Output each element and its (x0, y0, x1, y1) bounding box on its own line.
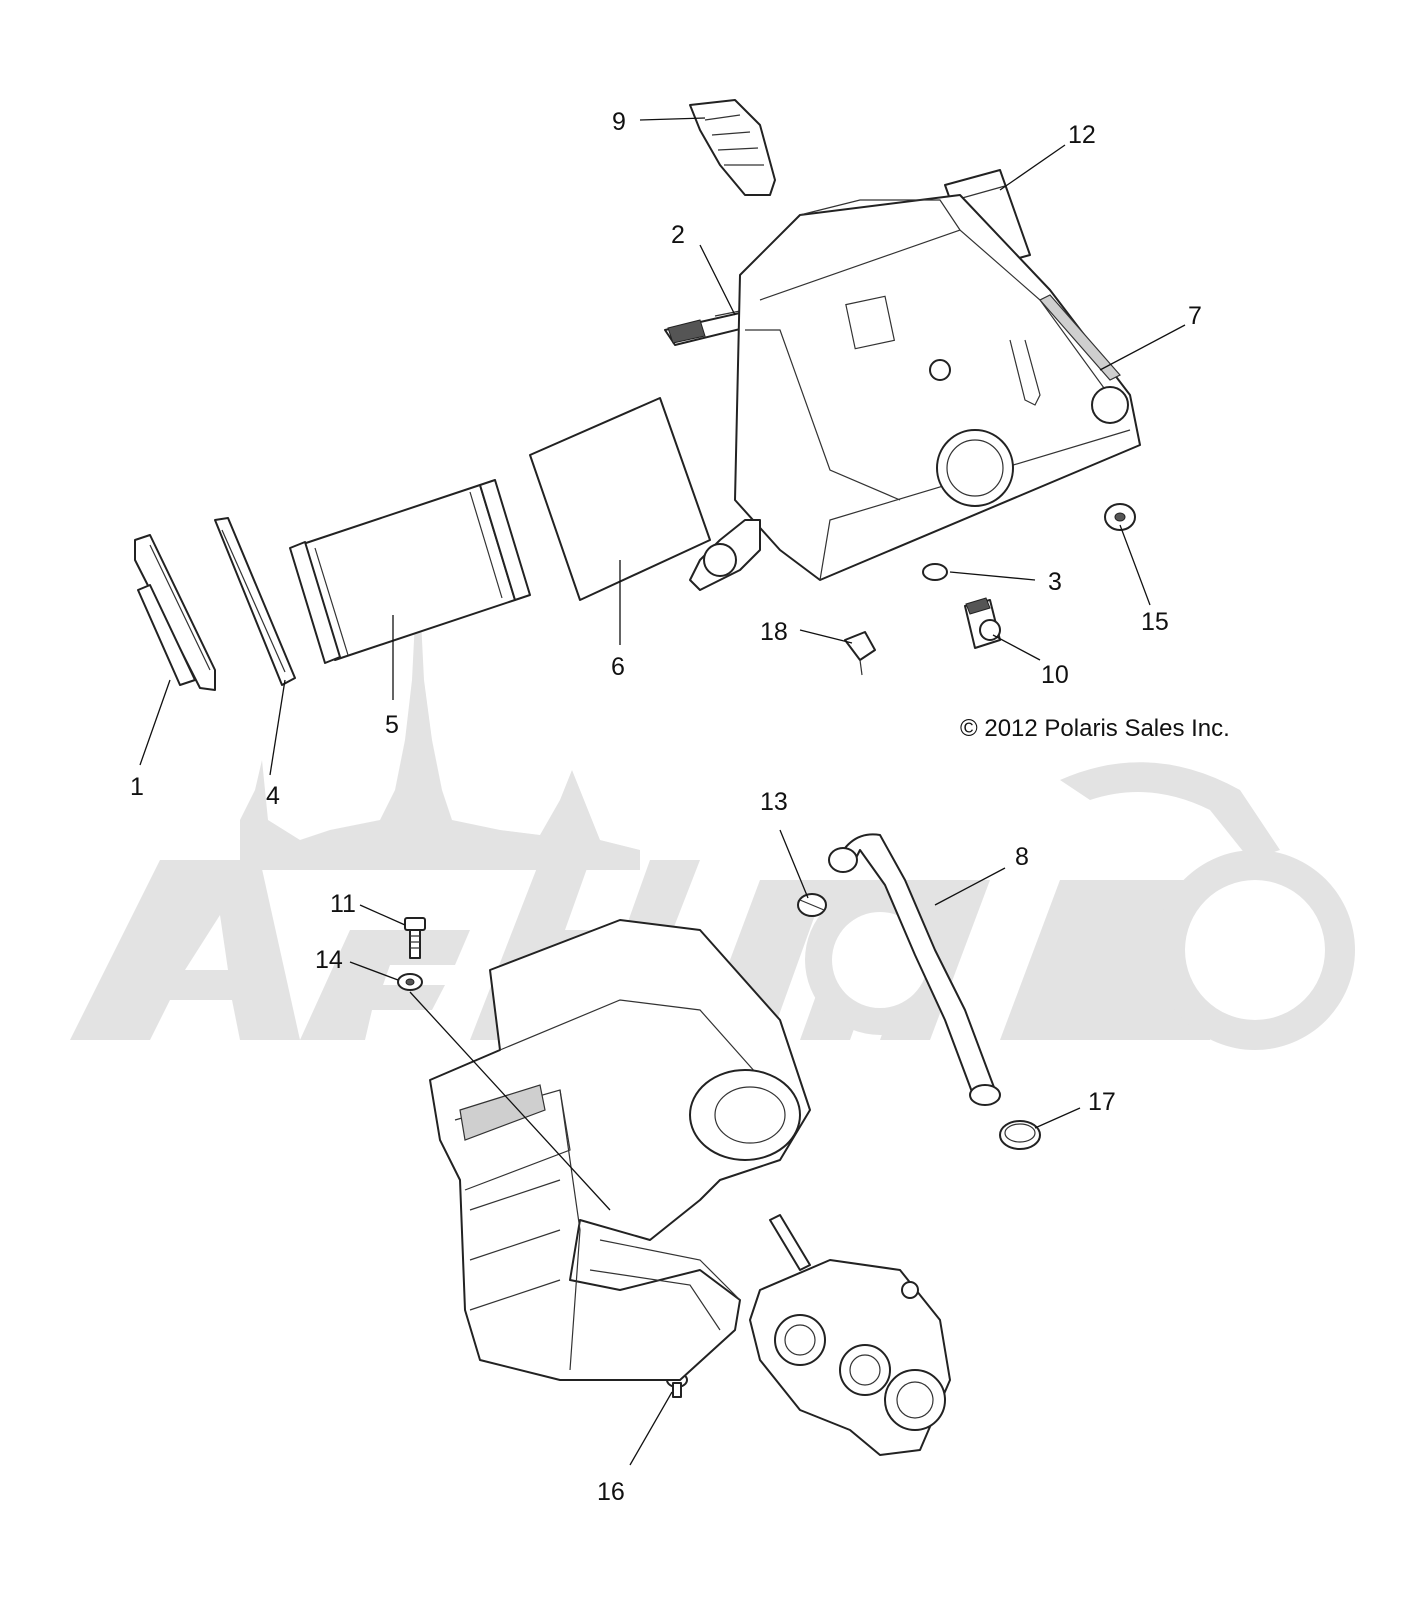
part-18-clip (844, 631, 876, 676)
part-10-drain (964, 597, 1001, 649)
leader-line-11 (359, 904, 406, 926)
leader-line-10 (992, 634, 1041, 661)
part-11-bolt (404, 917, 426, 959)
part-13-clamp (797, 893, 827, 917)
callout-6: 6 (611, 653, 625, 681)
callout-14: 14 (315, 946, 343, 974)
callout-16: 16 (597, 1478, 625, 1506)
leader-line-1 (139, 679, 171, 766)
part-7-airbox-housing (689, 194, 1141, 591)
leader-line-16 (629, 1391, 673, 1466)
callout-9: 9 (612, 108, 626, 136)
leader-line-18 (799, 629, 853, 644)
callout-4: 4 (266, 782, 280, 810)
callout-1: 1 (130, 773, 144, 801)
leader-line-7 (1099, 324, 1186, 371)
throttle-body-assembly (749, 1214, 951, 1456)
callout-7: 7 (1188, 302, 1202, 330)
leader-line-8 (934, 867, 1006, 906)
callout-12: 12 (1068, 121, 1096, 149)
callout-10: 10 (1041, 661, 1069, 689)
leader-line-17 (1034, 1107, 1081, 1129)
part-6-prefilter (529, 397, 711, 601)
leader-line-3 (949, 571, 1036, 581)
callout-13: 13 (760, 788, 788, 816)
part-8-hose (828, 833, 1001, 1106)
part-4-frame (214, 517, 296, 686)
callout-17: 17 (1088, 1088, 1116, 1116)
callout-2: 2 (671, 221, 685, 249)
leader-lines (139, 117, 1186, 1466)
part-14-washer (397, 973, 423, 991)
part-15-grommet (1104, 503, 1136, 531)
callout-8: 8 (1015, 843, 1029, 871)
callout-labels: 9 12 2 7 3 15 18 6 10 5 4 1 13 8 11 14 1… (130, 108, 1202, 1506)
part-17-clamp (999, 1120, 1041, 1150)
callout-18: 18 (760, 618, 788, 646)
leader-line-13 (779, 829, 809, 899)
copyright-notice: © 2012 Polaris Sales Inc. (960, 715, 1230, 742)
callout-15: 15 (1141, 608, 1169, 636)
leader-line-15 (1119, 524, 1151, 606)
leader-line-2 (699, 244, 736, 316)
part-1-filter-cover (134, 534, 216, 691)
part-5-filter-element (289, 479, 531, 664)
lower-airbox-assembly (429, 919, 811, 1381)
callout-5: 5 (385, 711, 399, 739)
leader-line-12 (999, 144, 1066, 191)
callout-11: 11 (330, 890, 356, 918)
leader-line-14 (349, 961, 399, 981)
callout-3: 3 (1048, 568, 1062, 596)
leader-line-4 (269, 679, 286, 776)
part-9-cover (689, 99, 776, 196)
leader-line-9 (639, 117, 706, 121)
part-3-oring (922, 563, 948, 581)
leader-line-14b (409, 991, 611, 1211)
